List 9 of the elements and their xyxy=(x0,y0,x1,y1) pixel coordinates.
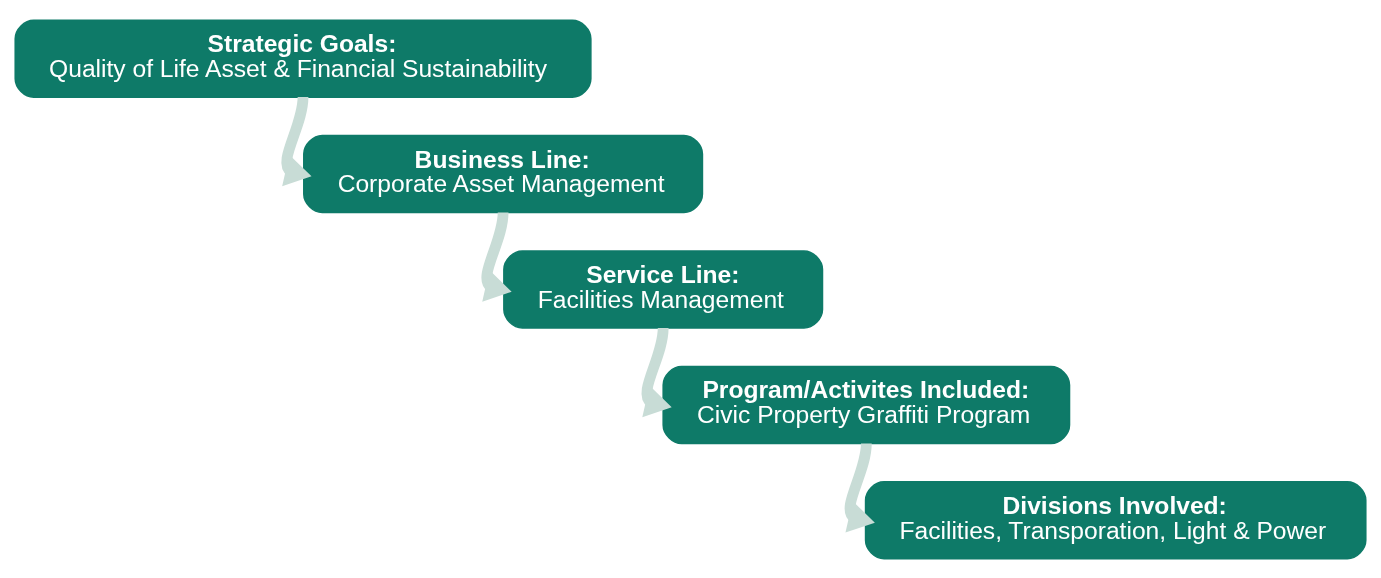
arrow xyxy=(281,96,312,186)
node-box: Business Line: Corporate Asset Management xyxy=(303,134,704,213)
node-box: Divisions Involved: Facilities, Transporation, Light & Power xyxy=(864,480,1367,560)
arrow xyxy=(481,211,512,302)
arrow xyxy=(641,327,672,417)
arrow xyxy=(844,442,875,533)
node-box: Service Line: Facilities Management xyxy=(503,249,824,329)
node-box: Strategic Goals: Quality of Life Asset & Financial Sustainability xyxy=(14,18,592,98)
node-box: Program/Activites Included: Civic Property Graffiti Program xyxy=(662,365,1071,444)
